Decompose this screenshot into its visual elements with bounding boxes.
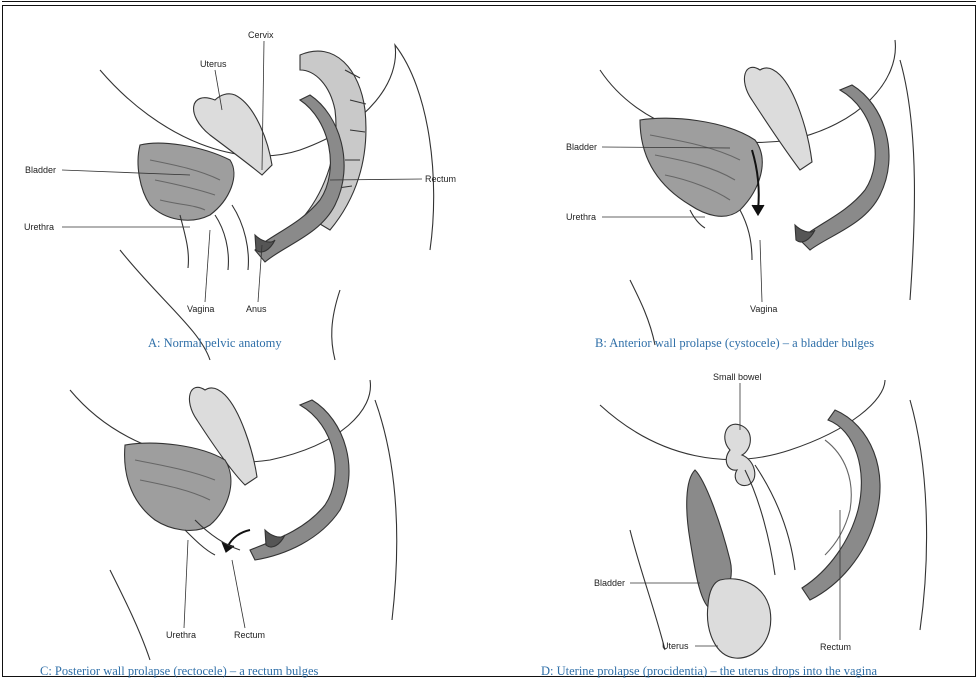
panel-c-leaders (0, 360, 490, 680)
caption-d: D: Uterine prolapse (procidentia) – the … (541, 665, 877, 678)
panel-a-leaders (0, 0, 490, 360)
caption-b: B: Anterior wall prolapse (cystocele) – … (595, 337, 874, 350)
panel-b-leaders (490, 0, 980, 360)
panel-d: Small bowel Bladder Uterus Rectum D: Ute… (490, 360, 980, 680)
panel-c: Urethra Rectum C: Posterior wall prolaps… (0, 360, 490, 680)
panel-a: Cervix Uterus Bladder Rectum Urethra Vag… (0, 0, 490, 360)
caption-a: A: Normal pelvic anatomy (148, 337, 282, 350)
panel-d-leaders (490, 360, 980, 680)
panel-b: Bladder Urethra Vagina B: Anterior wall … (490, 0, 980, 360)
caption-c: C: Posterior wall prolapse (rectocele) –… (40, 665, 318, 678)
